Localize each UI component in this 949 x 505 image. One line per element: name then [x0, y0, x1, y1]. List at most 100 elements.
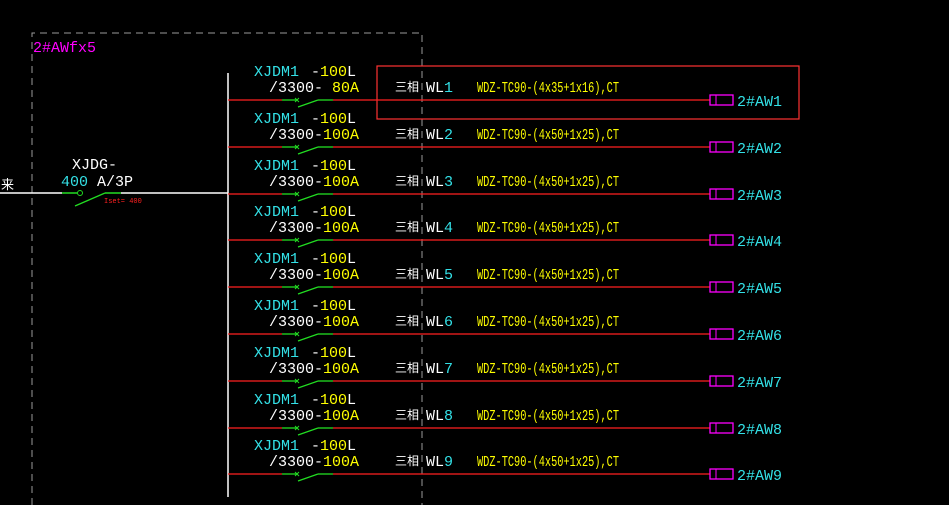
breaker-x-icon — [294, 331, 300, 337]
terminal-box-icon — [709, 375, 734, 387]
terminal-box-icon — [709, 281, 734, 293]
cable-spec: WDZ-TC90-(4x35+1x16),CT — [477, 80, 619, 97]
destination-label: 2#AW2 — [737, 141, 782, 158]
incoming-switch-blade — [74, 192, 106, 207]
destination-label: 2#AW3 — [737, 188, 782, 205]
circuit-id: WL6 — [426, 314, 453, 331]
phase-label: 三相 — [395, 361, 419, 376]
destination-label: 2#AW6 — [737, 328, 782, 345]
feeder-circuit-5[interactable]: XJDM1-100L/3300-100A 三相 WL5 WDZ-TC90-(4x50+… — [228, 251, 782, 298]
breaker-rating: /3300-100A — [269, 408, 359, 425]
phase-label: 三相 — [395, 267, 419, 282]
breaker-rating: /3300- 80A — [269, 80, 359, 97]
feeder-circuit-2[interactable]: XJDM1-100L/3300-100A 三相 WL2 WDZ-TC90-(4x50+… — [228, 111, 782, 158]
incoming-breaker-model: XJDG- — [72, 157, 117, 174]
breaker-x-icon — [294, 97, 300, 103]
phase-label: 三相 — [395, 454, 419, 469]
phase-label: 三相 — [395, 314, 419, 329]
breaker-rating: /3300-100A — [269, 174, 359, 191]
circuit-id: WL7 — [426, 361, 453, 378]
breaker-rating: /3300-100A — [269, 361, 359, 378]
circuit-id: WL9 — [426, 454, 453, 471]
breaker-x-icon — [294, 425, 300, 431]
switch-blade — [297, 146, 319, 155]
breaker-rating: /3300-100A — [269, 267, 359, 284]
breaker-x-icon — [294, 378, 300, 384]
circuit-id: WL8 — [426, 408, 453, 425]
circuit-id: WL2 — [426, 127, 453, 144]
phase-label: 三相 — [395, 127, 419, 142]
switch-blade — [297, 427, 319, 436]
feeder-circuit-9[interactable]: XJDM1-100L/3300-100A 三相 WL9 WDZ-TC90-(4x50+… — [228, 438, 782, 485]
terminal-box-icon — [709, 422, 734, 434]
feeder-circuit-8[interactable]: XJDM1-100L/3300-100A 三相 WL8 WDZ-TC90-(4x50+… — [228, 392, 782, 439]
breaker-rating: /3300-100A — [269, 314, 359, 331]
breaker-model: XJDM1-100L — [254, 204, 356, 221]
switch-blade — [297, 99, 319, 108]
cable-spec: WDZ-TC90-(4x50+1x25),CT — [477, 408, 619, 425]
breaker-model: XJDM1-100L — [254, 298, 356, 315]
cable-spec: WDZ-TC90-(4x50+1x25),CT — [477, 220, 619, 237]
cable-spec: WDZ-TC90-(4x50+1x25),CT — [477, 314, 619, 331]
breaker-model: XJDM1-100L — [254, 251, 356, 268]
terminal-box-icon — [709, 328, 734, 340]
destination-label: 2#AW7 — [737, 375, 782, 392]
breaker-model: XJDM1-100L — [254, 158, 356, 175]
destination-label: 2#AW9 — [737, 468, 782, 485]
source-label: 来 — [1, 178, 14, 193]
breaker-model: XJDM1-100L — [254, 111, 356, 128]
cable-spec: WDZ-TC90-(4x50+1x25),CT — [477, 267, 619, 284]
feeder-circuit-4[interactable]: XJDM1-100L/3300-100A 三相 WL4 WDZ-TC90-(4x50+… — [228, 204, 782, 251]
cable-spec: WDZ-TC90-(4x50+1x25),CT — [477, 127, 619, 144]
cable-spec: WDZ-TC90-(4x50+1x25),CT — [477, 361, 619, 378]
destination-label: 2#AW8 — [737, 422, 782, 439]
switch-blade — [297, 473, 319, 482]
breaker-model: XJDM1-100L — [254, 438, 356, 455]
phase-label: 三相 — [395, 220, 419, 235]
breaker-rating: /3300-100A — [269, 127, 359, 144]
feeder-circuit-7[interactable]: XJDM1-100L/3300-100A 三相 WL7 WDZ-TC90-(4x50+… — [228, 345, 782, 392]
circuit-id: WL1 — [426, 80, 453, 97]
phase-label: 三相 — [395, 408, 419, 423]
feeder-circuit-6[interactable]: XJDM1-100L/3300-100A 三相 WL6 WDZ-TC90-(4x50+… — [228, 298, 782, 345]
switch-blade — [297, 193, 319, 202]
destination-label: 2#AW4 — [737, 234, 782, 251]
breaker-x-icon — [294, 471, 300, 477]
breaker-x-icon — [294, 284, 300, 290]
terminal-box-icon — [709, 234, 734, 246]
switch-blade — [297, 333, 319, 342]
breaker-x-icon — [294, 144, 300, 150]
incoming-setting-label: Iset= 400 — [104, 198, 142, 206]
terminal-box-icon — [709, 94, 734, 106]
cable-spec: WDZ-TC90-(4x50+1x25),CT — [477, 174, 619, 191]
circuit-id: WL3 — [426, 174, 453, 191]
switch-blade — [297, 380, 319, 389]
breaker-model: XJDM1-100L — [254, 345, 356, 362]
selection-highlight-box[interactable] — [376, 65, 800, 120]
panel-boundary — [31, 32, 423, 505]
breaker-rating: /3300-100A — [269, 220, 359, 237]
breaker-model: XJDM1-100L — [254, 64, 356, 81]
terminal-box-icon — [709, 141, 734, 153]
terminal-box-icon — [709, 468, 734, 480]
breaker-model: XJDM1-100L — [254, 392, 356, 409]
phase-label: 三相 — [395, 80, 419, 95]
breaker-x-icon — [294, 191, 300, 197]
breaker-contact-icon — [77, 190, 83, 196]
destination-label: 2#AW1 — [737, 94, 782, 111]
breaker-rating: /3300-100A — [269, 454, 359, 471]
circuit-id: WL4 — [426, 220, 453, 237]
circuit-id: WL5 — [426, 267, 453, 284]
feeder-circuit-1[interactable]: XJDM1-100L/3300- 80A 三相 WL1 WDZ-TC90-(4x35+… — [228, 64, 782, 111]
destination-label: 2#AW5 — [737, 281, 782, 298]
incoming-breaker-rating: 400 A/3P — [61, 174, 133, 191]
feeder-circuit-3[interactable]: XJDM1-100L/3300-100A 三相 WL3 WDZ-TC90-(4x50+… — [228, 158, 782, 205]
cable-spec: WDZ-TC90-(4x50+1x25),CT — [477, 454, 619, 471]
terminal-box-icon — [709, 188, 734, 200]
phase-label: 三相 — [395, 174, 419, 189]
panel-label: 2#AWfx5 — [33, 40, 96, 57]
switch-blade — [297, 239, 319, 248]
switch-blade — [297, 286, 319, 295]
